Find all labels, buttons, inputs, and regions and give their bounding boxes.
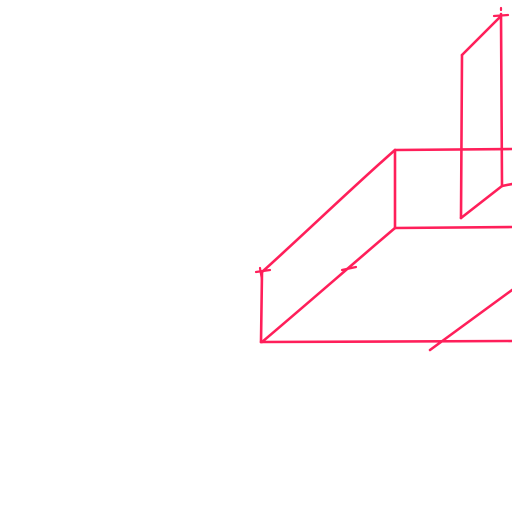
slab-top-left-edge: [260, 148, 397, 274]
slab-top-back-edge: [393, 147, 512, 152]
panel-left-edge: [459, 53, 464, 220]
slab-inner-diagonal-edge: [260, 226, 397, 344]
panel-top-edge: [460, 15, 502, 57]
panel-bottom-edge: [459, 184, 504, 220]
slab-front-left-vertical-edge: [259, 270, 264, 344]
tick-panel-top: [492, 13, 510, 18]
tick-left-top: [254, 268, 272, 274]
slab-front-right-diagonal: [428, 288, 512, 352]
tick-inner-diagonal: [340, 265, 358, 272]
tick-left-top-vertical: [258, 266, 264, 282]
vertical-panel: [459, 12, 512, 220]
slab-inner-bottom-edge: [393, 225, 512, 230]
base-slab: [259, 147, 512, 352]
tick-marks: [254, 6, 510, 282]
panel-bottom-right-stub: [500, 182, 512, 188]
slab-front-bottom-edge: [259, 339, 512, 344]
panel-right-edge: [499, 12, 504, 188]
